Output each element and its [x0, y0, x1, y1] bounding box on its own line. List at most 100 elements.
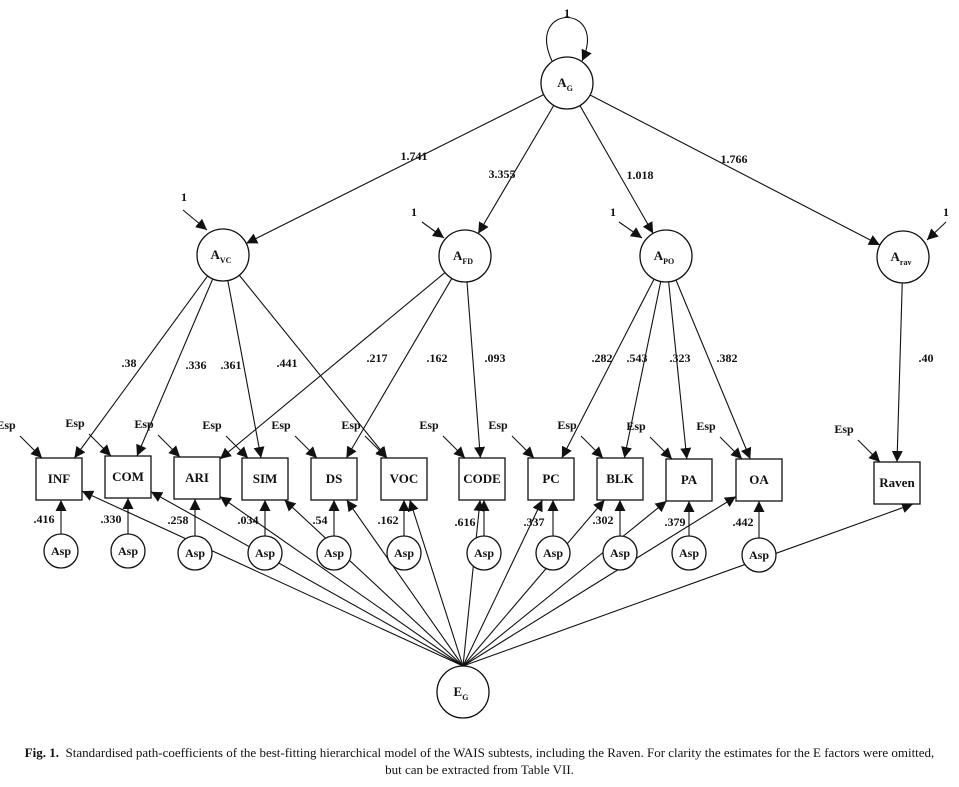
variance-label-apo: 1	[610, 205, 616, 219]
asp-label-inf: Asp	[51, 544, 71, 558]
esp-label-ds: Esp	[271, 418, 291, 432]
factor-loading-label-com: .336	[186, 358, 207, 372]
node-afd-subscript: FD	[462, 257, 473, 266]
factor-loading-edge-arav-raven	[891, 282, 903, 463]
esp-edge-blk	[580, 435, 604, 459]
asp-circle-inf	[43, 533, 79, 569]
node-afd-label: AFD	[453, 248, 473, 266]
variance-loop-ag	[546, 17, 592, 62]
asp-circle-com	[110, 533, 146, 569]
esp-edge-pc	[511, 435, 535, 459]
asp-circle-sim	[247, 535, 283, 571]
caption-figure-label: Fig. 1.	[24, 745, 59, 760]
g-loading-label-afd: 3.355	[489, 167, 516, 181]
eg-edge-pa	[462, 500, 667, 667]
variance-label-ag: 1	[564, 6, 570, 20]
specific-loading-label-oa: .442	[733, 515, 754, 529]
specific-loading-label-pa: .379	[665, 515, 686, 529]
node-blk-label: BLK	[606, 471, 634, 486]
specific-loading-label-code: .616	[455, 515, 476, 529]
factor-loading-label-inf: .38	[122, 356, 137, 370]
node-arav-circle	[876, 230, 930, 284]
esp-label-sim: Esp	[202, 418, 222, 432]
esp-label-inf: Esp	[0, 418, 16, 432]
esp-label-ari: Esp	[134, 417, 154, 431]
factor-loading-edge-afd-ari	[219, 272, 446, 460]
node-apo-main: A	[654, 248, 664, 263]
esp-label-pa: Esp	[626, 419, 646, 433]
asp-label-blk: Asp	[610, 546, 630, 560]
node-eg-main: E	[454, 684, 463, 699]
factor-loading-label-voc: .441	[277, 356, 298, 370]
asp-circle-ari	[177, 535, 213, 571]
specific-loading-label-sim: .034	[238, 513, 259, 527]
asp-label-voc: Asp	[394, 546, 414, 560]
factor-loading-label-ds: .162	[427, 351, 448, 365]
node-blk-box	[596, 457, 644, 501]
factor-loading-label-pa: .323	[670, 351, 691, 365]
factor-loading-label-oa: .382	[717, 351, 738, 365]
factor-loading-edge-apo-blk	[621, 281, 662, 459]
esp-edge-oa	[719, 436, 743, 460]
eg-edge-oa	[462, 496, 737, 667]
factor-loading-label-pc: .282	[592, 351, 613, 365]
node-pc-label: PC	[542, 471, 559, 486]
eg-edge-code	[462, 499, 485, 667]
factor-loading-label-sim: .361	[221, 358, 242, 372]
esp-label-oa: Esp	[696, 419, 716, 433]
node-com-label: COM	[112, 469, 144, 484]
factor-loading-edge-apo-pa	[668, 281, 692, 460]
specific-loading-label-pc: .337	[524, 515, 545, 529]
esp-label-raven: Esp	[834, 422, 854, 436]
esp-edge-voc	[364, 435, 388, 459]
node-code-box	[458, 457, 506, 501]
node-apo-circle	[639, 229, 693, 283]
variance-edge-arav	[926, 221, 947, 241]
esp-edge-raven	[857, 439, 881, 463]
node-pa-label: PA	[681, 472, 698, 487]
factor-loading-edge-apo-pc	[561, 278, 655, 459]
factor-loading-label-raven: .40	[919, 351, 934, 365]
node-inf-label: INF	[48, 471, 70, 486]
eg-edge-inf	[81, 490, 464, 667]
esp-edge-code	[442, 435, 466, 459]
node-raven-label: Raven	[879, 475, 915, 490]
g-loading-edge-avc	[246, 94, 544, 244]
node-ag-circle	[540, 56, 594, 110]
asp-label-code: Asp	[474, 546, 494, 560]
eg-edge-voc	[407, 499, 464, 667]
asp-circle-pa	[671, 535, 707, 571]
asp-label-oa: Asp	[749, 548, 769, 562]
node-arav-label: Arav	[891, 249, 912, 267]
factor-loading-edge-afd-ds	[345, 278, 453, 459]
esp-label-blk: Esp	[557, 418, 577, 432]
eg-edge-blk	[462, 499, 605, 667]
asp-circle-blk	[602, 535, 638, 571]
node-eg-subscript: G	[462, 693, 468, 702]
node-arav-subscript: rav	[900, 258, 912, 267]
node-ag-subscript: G	[567, 84, 573, 93]
variance-label-arav: 1	[943, 205, 949, 219]
asp-label-pc: Asp	[543, 546, 563, 560]
factor-loading-label-blk: .543	[627, 351, 648, 365]
specific-loading-label-ari: .258	[168, 513, 189, 527]
eg-edge-com	[150, 491, 464, 667]
node-afd-main: A	[453, 248, 463, 263]
node-avc-label: AVC	[211, 247, 232, 265]
node-avc-main: A	[211, 247, 221, 262]
node-ag-label: AG	[557, 75, 573, 93]
asp-circle-ds	[316, 535, 352, 571]
node-voc-label: VOC	[390, 471, 419, 486]
factor-loading-edge-apo-oa	[675, 279, 752, 460]
node-inf-box	[35, 457, 83, 501]
eg-edge-pc	[462, 499, 543, 667]
variance-label-avc: 1	[181, 190, 187, 204]
asp-circle-oa	[741, 537, 777, 573]
node-apo-label: APO	[654, 248, 675, 266]
factor-loading-edge-avc-inf	[73, 275, 209, 459]
specific-loading-label-com: .330	[101, 512, 122, 526]
g-loading-label-avc: 1.741	[401, 149, 428, 163]
